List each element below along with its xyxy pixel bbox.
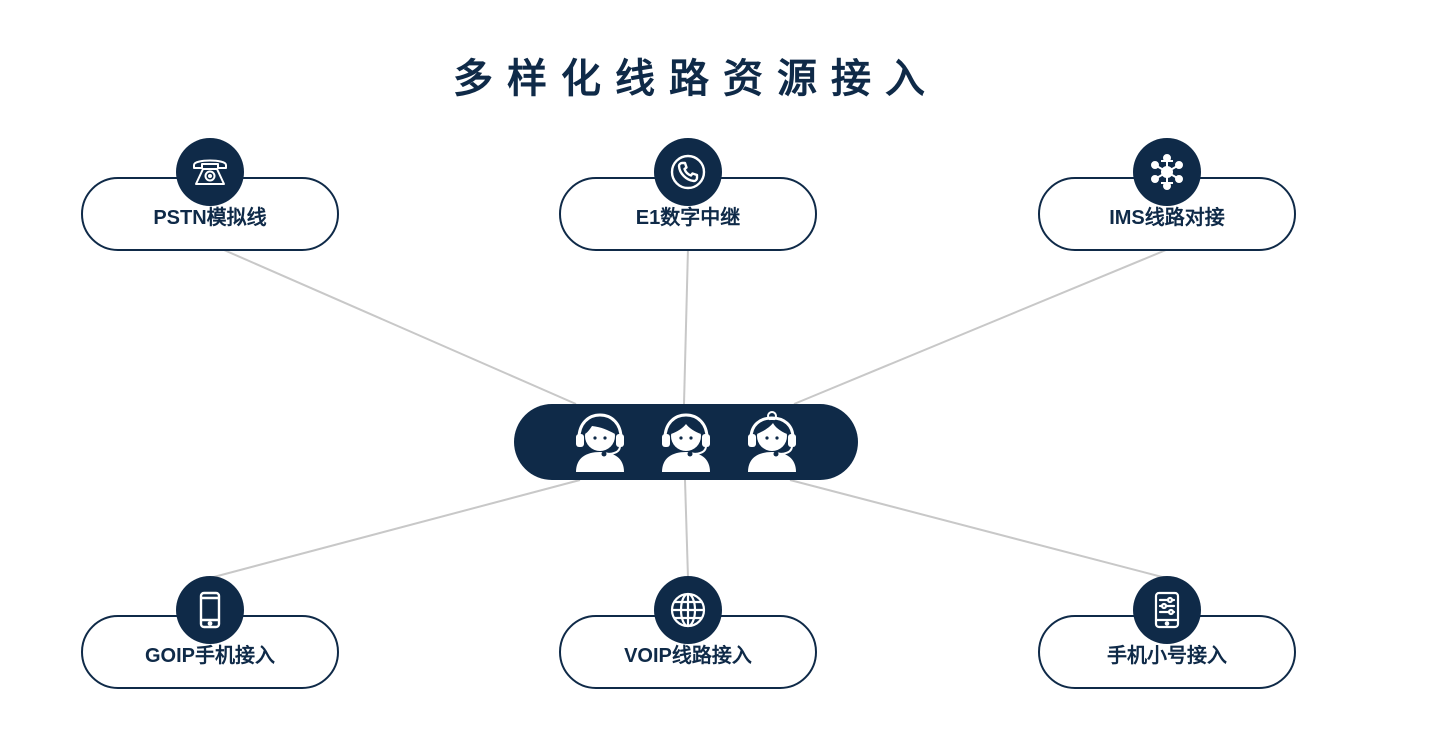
globe-icon (654, 576, 722, 644)
telephone-icon (176, 138, 244, 206)
phone-handset-icon (654, 138, 722, 206)
connector-e1 (683, 247, 689, 405)
diagram-title: 多样化线路资源接入 (453, 57, 939, 101)
node-mobile-sub-label: 手机小号接入 (1107, 644, 1227, 667)
connector-voip (684, 479, 689, 579)
agent-headset-icon (662, 413, 710, 472)
connector-pstn (223, 249, 577, 405)
node-voip-label: VOIP线路接入 (624, 644, 752, 667)
network-hub-icon (1133, 138, 1201, 206)
node-goip-label: GOIP手机接入 (144, 644, 275, 667)
node-e1-label: E1数字中继 (635, 206, 741, 229)
tablet-settings-icon (1133, 576, 1201, 644)
mobile-phone-icon (176, 576, 244, 644)
node-pstn-label: PSTN模拟线 (153, 206, 267, 229)
agent-hub (514, 404, 858, 480)
connector-ims (793, 249, 1167, 405)
connector-goip (209, 479, 581, 579)
node-ims-label: IMS线路对接 (1109, 206, 1225, 229)
agent-headset-icon (576, 413, 624, 472)
agent-headset-icon (748, 411, 796, 472)
connector-mobile-sub (789, 479, 1167, 579)
node-voip: VOIP线路接入 (559, 615, 817, 689)
